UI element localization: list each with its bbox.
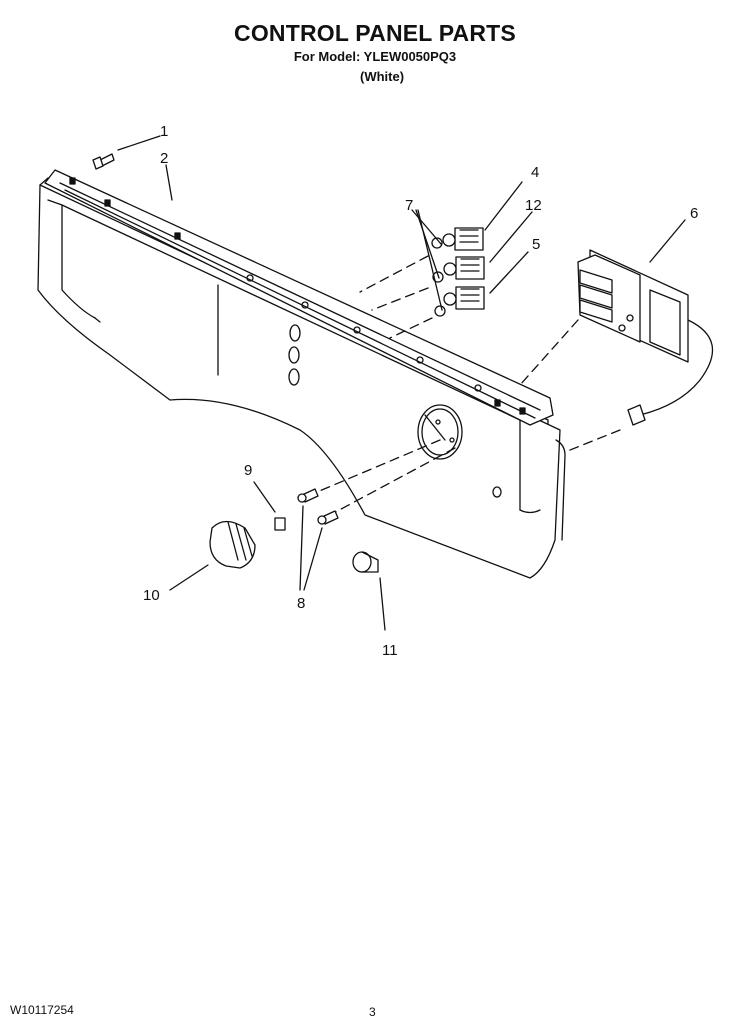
screw-8b xyxy=(317,510,339,525)
callout-6: 6 xyxy=(690,205,698,222)
callout-7: 7 xyxy=(405,197,413,214)
callout-2: 2 xyxy=(160,150,168,167)
color-label: (White) xyxy=(360,69,405,84)
callout-9: 9 xyxy=(244,462,252,479)
knob-10 xyxy=(209,520,256,569)
callout-12: 12 xyxy=(525,197,542,214)
callout-4: 4 xyxy=(531,164,539,181)
screw-8a xyxy=(297,488,319,503)
screw-1 xyxy=(92,153,115,170)
clip-9 xyxy=(274,517,286,531)
callout-8: 8 xyxy=(297,595,305,612)
control-board-6 xyxy=(577,249,714,426)
page-number: 3 xyxy=(369,1005,376,1019)
top-trim-strip xyxy=(44,169,554,426)
page-title: CONTROL PANEL PARTS xyxy=(234,20,516,46)
callout-11: 11 xyxy=(382,642,398,659)
document-number: W10117254 xyxy=(10,1003,74,1017)
model-line: For Model: YLEW0050PQ3 xyxy=(293,49,457,64)
callout-1: 1 xyxy=(160,123,168,140)
callout-labels: 1 2 4 12 7 5 6 9 10 8 11 xyxy=(143,123,698,659)
knob-insert-11 xyxy=(352,551,379,573)
callout-10: 10 xyxy=(143,587,160,604)
callout-5: 5 xyxy=(532,236,540,253)
switch-5 xyxy=(443,286,485,310)
switch-4 xyxy=(442,227,484,251)
switch-12 xyxy=(443,256,485,280)
